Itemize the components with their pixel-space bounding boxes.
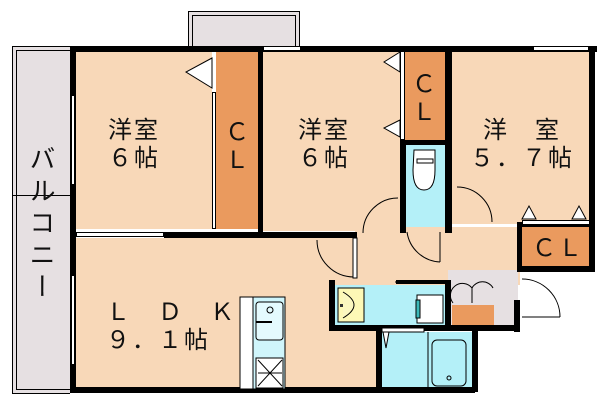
door-swing-entrance: [521, 278, 561, 318]
balcony-left: [12, 46, 70, 196]
wall-closet2-right: [445, 46, 452, 233]
closet2-hinge-bottom-icon: [382, 119, 401, 138]
bedroom-3-area: [452, 51, 590, 224]
wall-entrance-right: [514, 300, 520, 332]
window-ldk[interactable]: [71, 275, 75, 365]
closet2-door[interactable]: [400, 51, 405, 140]
closet2-hinge-top-icon: [383, 51, 401, 73]
wall-bath-left: [376, 328, 382, 392]
sliding-door-bedroom1[interactable]: [76, 232, 164, 237]
shoe-closet-area: [452, 305, 494, 327]
closet1-hinge-icon: [184, 57, 213, 89]
bath-door-hinge-icon: [382, 331, 390, 349]
closet1-door[interactable]: [212, 92, 216, 229]
door-swing-bedroom2: [362, 197, 399, 234]
wall-bedroom2-right: [400, 140, 406, 233]
ldk-label: Ｌ Ｄ Ｋ ９．１帖: [106, 298, 236, 354]
bedroom-3-label: 洋 室 ５．７帖: [470, 116, 574, 172]
balcony-top: [188, 11, 300, 47]
closet-2-label: Ｃ Ｌ: [412, 70, 438, 126]
window-bedroom3-top[interactable]: [533, 46, 589, 51]
wall-bath-right: [472, 328, 478, 392]
wall-closet3-bottom: [517, 266, 595, 272]
wall-washroom-left: [329, 280, 335, 330]
wall-left: [70, 46, 76, 392]
ldk-area: [76, 238, 378, 388]
washing-machine-icon: [415, 294, 444, 324]
closet3-hinge-left-icon: [521, 204, 537, 220]
closet3-door[interactable]: [522, 220, 590, 225]
window-bedroom1[interactable]: [71, 95, 75, 185]
closet-1-label: Ｃ Ｌ: [225, 118, 251, 174]
wall-closet2-bottom: [400, 140, 450, 145]
washbasin-icon: [337, 287, 365, 323]
door-swing-toilet: [406, 231, 441, 263]
wall-top: [70, 46, 597, 52]
wall-ldk-top: [164, 232, 357, 238]
door-swing-ldk: [316, 239, 355, 278]
bedroom-1-label: 洋室 ６帖: [108, 116, 160, 172]
wall-washroom-right: [445, 280, 451, 330]
closet-1-area: [216, 51, 258, 229]
wall-closet1-right: [258, 46, 263, 232]
closet3-hinge-right-icon: [571, 204, 587, 220]
wall-bottom: [70, 387, 475, 393]
toilet-icon: [412, 149, 436, 191]
shoe-closet-door-icon: [449, 281, 494, 304]
closet-3-label: ＣＬ: [532, 234, 584, 262]
wall-right: [589, 46, 595, 266]
wall-washroom-top: [396, 280, 451, 284]
window-top-balcony[interactable]: [263, 46, 301, 51]
balcony-left-lower: [12, 196, 70, 394]
bedroom-2-label: 洋室 ６帖: [298, 116, 350, 172]
balcony-left-inner-line: [16, 50, 70, 390]
balcony-top-inner-line: [192, 15, 296, 47]
bedroom-1-area: [76, 51, 212, 229]
door-swing-bedroom3: [456, 186, 493, 223]
balcony-label: バルコニー: [25, 145, 55, 305]
kitchen-counter-icon: [239, 296, 286, 390]
bedroom-2-area: [263, 51, 400, 231]
bathtub-icon: [427, 332, 467, 388]
wall-closet3-side: [517, 222, 522, 272]
closet-2-area: [405, 51, 445, 141]
closet-3-area: [522, 227, 590, 267]
